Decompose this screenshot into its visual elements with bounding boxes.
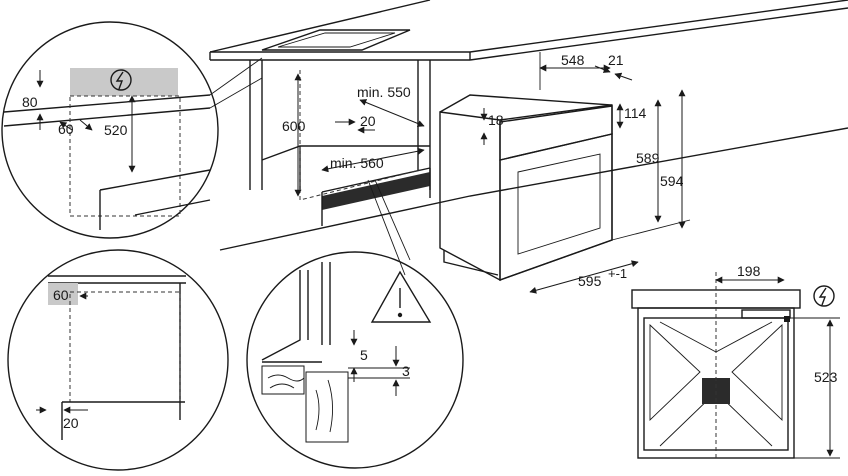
cabinet-dimensions: 600 min. 550 20 min. 560 (282, 73, 425, 197)
dim-198: 198 (737, 263, 761, 279)
dim-594: 594 (660, 173, 684, 189)
dim-595-tolerance: +-1 (608, 266, 627, 281)
dim-min550: min. 550 (357, 84, 411, 100)
dim-80: 80 (22, 94, 38, 110)
dim-523: 523 (814, 369, 838, 385)
hob-cutout (261, 29, 411, 51)
oven-door (499, 133, 613, 281)
oven-perspective (439, 94, 613, 282)
cutout-marker (48, 283, 78, 305)
oven-window (517, 153, 601, 255)
cabinet-perspective (209, 0, 848, 251)
power-socket-icon (110, 69, 132, 91)
dim-20-bottom: 20 (63, 415, 79, 431)
dim-min560: min. 560 (330, 155, 384, 171)
oven-control-panel (499, 105, 613, 161)
dim-60-top: 60 (58, 121, 74, 137)
detail-circle-top-left: 80 60 520 (1, 21, 263, 239)
dim-3: 3 (402, 363, 410, 379)
dim-520: 520 (104, 122, 128, 138)
dim-21: 21 (608, 52, 624, 68)
plinth (322, 172, 430, 210)
oven-dimensions: 548 21 114 18 589 594 595 +-1 (480, 52, 691, 294)
dim-548: 548 (561, 52, 585, 68)
dim-20: 20 (360, 113, 376, 129)
hob-underside (70, 68, 178, 96)
dim-5: 5 (360, 347, 368, 363)
shelf-section (305, 371, 349, 443)
detail-circle-bottom-left: 60 20 (7, 249, 229, 471)
dim-595: 595 (578, 273, 602, 289)
detail-circle-bottom-middle: 5 3 (246, 179, 464, 469)
dim-60-bottom: 60 (53, 287, 69, 303)
power-socket-icon-right (813, 285, 835, 307)
dim-114: 114 (624, 105, 647, 121)
worktop-section (261, 365, 305, 395)
warning-triangle-icon (370, 270, 432, 323)
oven-front-view: 198 523 (631, 263, 840, 459)
dim-600: 600 (282, 118, 306, 134)
dim-589: 589 (636, 150, 660, 166)
dim-18: 18 (488, 112, 504, 128)
